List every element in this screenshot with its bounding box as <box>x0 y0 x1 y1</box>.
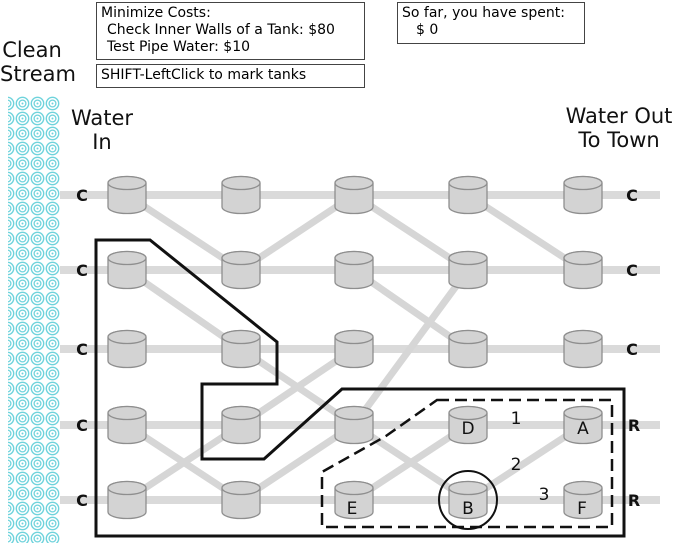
water-in-label: Water In <box>62 106 142 154</box>
edge-number-3: 3 <box>539 485 550 505</box>
costs-panel: Minimize Costs: Check Inner Walls of a T… <box>96 2 365 60</box>
tank-d[interactable] <box>448 405 488 445</box>
hint-box: SHIFT-LeftClick to mark tanks <box>96 64 365 88</box>
inlet-letter: C <box>76 340 88 359</box>
clean-stream <box>8 96 60 543</box>
tank[interactable] <box>563 175 603 215</box>
water-out-line1: Water Out <box>565 104 673 128</box>
tank[interactable] <box>107 329 147 369</box>
tank-a[interactable] <box>563 405 603 445</box>
edge-number-1: 1 <box>511 409 522 429</box>
tank-label-b: B <box>462 499 474 519</box>
tank-label-e: E <box>347 499 358 519</box>
tank-f[interactable] <box>563 480 603 520</box>
spent-title: So far, you have spent: <box>402 5 565 21</box>
tank-label-d: D <box>461 419 474 439</box>
clean-stream-line1: Clean <box>2 38 62 62</box>
inlet-letter: C <box>76 186 88 205</box>
costs-title: Minimize Costs: <box>101 5 211 21</box>
outlet-letter: R <box>628 416 640 435</box>
water-out-line2: To Town <box>578 128 660 152</box>
spent-amount: $ 0 <box>416 22 439 38</box>
tank[interactable] <box>107 175 147 215</box>
tank[interactable] <box>107 480 147 520</box>
tank[interactable] <box>107 250 147 290</box>
clean-stream-line2: Stream <box>0 62 76 86</box>
test-water-cost: Test Pipe Water: $10 <box>107 39 251 55</box>
tank[interactable] <box>334 405 374 445</box>
suspect-region <box>320 398 614 529</box>
tank-label-f: F <box>577 499 587 519</box>
inlet-letter: C <box>76 261 88 280</box>
tank[interactable] <box>334 329 374 369</box>
tank[interactable] <box>221 175 261 215</box>
marked-region-left <box>94 238 626 538</box>
selected-tank-ring <box>438 470 498 530</box>
tank[interactable] <box>221 405 261 445</box>
tank[interactable] <box>448 175 488 215</box>
outlet-letter: C <box>626 261 638 280</box>
spent-panel: So far, you have spent: $ 0 <box>397 2 585 44</box>
tank[interactable] <box>107 405 147 445</box>
edge-number-2: 2 <box>511 455 522 475</box>
outlet-letter: R <box>628 491 640 510</box>
tank[interactable] <box>221 250 261 290</box>
water-in-line1: Water <box>70 106 134 130</box>
check-walls-cost: Check Inner Walls of a Tank: $80 <box>107 22 335 38</box>
tank[interactable] <box>448 329 488 369</box>
water-out-label: Water Out To Town <box>553 104 685 152</box>
tank[interactable] <box>448 250 488 290</box>
tank-label-a: A <box>577 419 589 439</box>
tank[interactable] <box>221 329 261 369</box>
inlet-letter: C <box>76 416 88 435</box>
inlet-letter: C <box>76 491 88 510</box>
tank-b[interactable] <box>448 480 488 520</box>
water-in-line2: In <box>92 130 112 154</box>
outlet-letter: C <box>626 340 638 359</box>
tank[interactable] <box>334 250 374 290</box>
tank[interactable] <box>334 175 374 215</box>
tanks[interactable] <box>107 175 603 520</box>
tank[interactable] <box>221 480 261 520</box>
tank[interactable] <box>563 329 603 369</box>
clean-stream-label: Clean Stream <box>0 38 76 86</box>
tank[interactable] <box>563 250 603 290</box>
outlet-letter: C <box>626 186 638 205</box>
tank-e[interactable] <box>334 480 374 520</box>
